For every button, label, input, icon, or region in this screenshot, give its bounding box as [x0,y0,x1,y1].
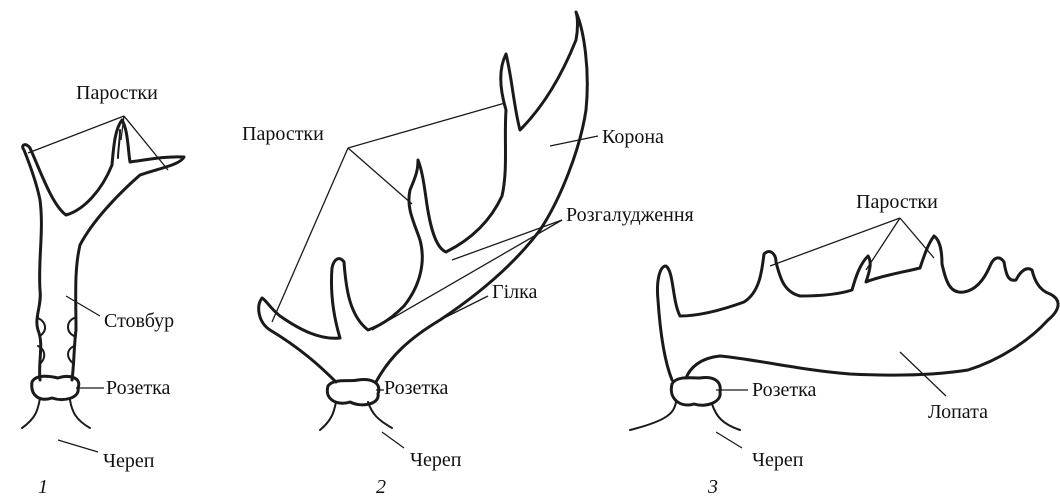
antler-2-tines-leader-c [348,103,505,148]
antler-1-trunk-leader [66,296,100,316]
antler-figure-3: Паростки Розетка Лопата Череп 3 [630,191,1058,497]
antler-3-palm-label: Лопата [928,401,988,423]
antler-1-inner-fork [118,130,120,158]
antler-1-pedicle [22,398,90,428]
antler-2-rosette-label: Розетка [384,377,449,399]
antler-2-skull-leader [382,432,404,448]
antler-3-skull-label: Череп [752,449,804,471]
antler-2-skull-label: Череп [410,449,462,471]
antler-1-number: 1 [38,476,48,497]
antler-1-skull-leader [58,440,98,452]
antler-3-tines-leader-c [900,218,934,258]
antler-2-branch-label: Гілка [492,281,538,303]
antler-1-rings [38,318,74,364]
antler-2-branching-leader-b [372,220,562,330]
antler-2-crown-label: Корона [602,126,664,148]
antler-figure-1: Паростки Стовбур Розетка Череп 1 [22,82,184,497]
antler-2-branching-label: Розгалудження [566,204,694,226]
antler-3-tines-label: Паростки [856,191,938,213]
antler-2-number: 2 [376,476,386,497]
antler-2-outline [259,12,588,382]
antler-2-tines-leader-b [348,148,412,204]
antler-3-skull-leader [716,432,742,448]
antler-3-tines-leader-b [866,218,900,270]
antler-1-rosette-label: Розетка [106,377,171,399]
antler-2-tines-label: Паростки [242,123,324,145]
antler-1-tines-label: Паростки [76,82,158,104]
antler-2-coronet [327,380,378,405]
antler-2-branch-leader [440,296,488,320]
antler-3-rosette-label: Розетка [752,379,817,401]
antler-2-branching-leader-a [452,220,562,260]
antler-figure-2: Паростки Корона Розгалудження Гілка Розе… [242,12,694,497]
antler-2-tines-leader-a [272,148,348,322]
antler-2-crown-leader [550,136,598,146]
antler-2-pedicle [320,402,392,430]
antler-1-skull-label: Череп [103,450,155,472]
antler-3-number: 3 [707,476,718,497]
antler-3-outline [657,236,1058,380]
antler-1-trunk-label: Стовбур [104,310,174,332]
antler-3-coronet [671,378,720,406]
antler-3-tines-leader-a [770,218,900,266]
antler-1-tines-leader-a [28,116,124,153]
